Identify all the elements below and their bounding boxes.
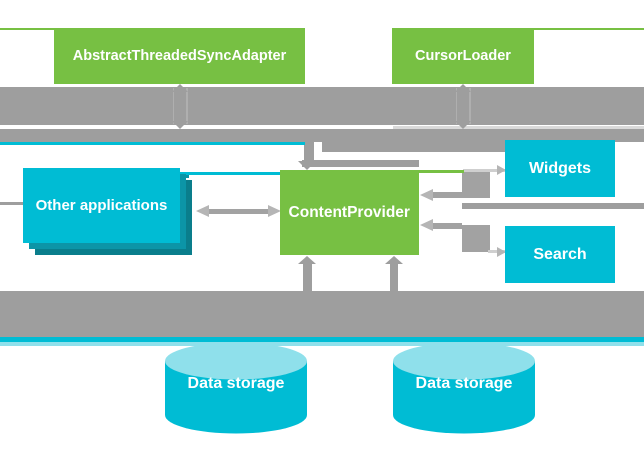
arrow-shaft-seam: [173, 88, 175, 124]
node-label: Search: [533, 245, 587, 263]
node-widgets: Widgets: [505, 140, 615, 197]
arrowhead-right-contentprovider-icon: [268, 204, 281, 217]
connector-elbow-widgets: [461, 171, 490, 194]
arrow-shaft-seam: [456, 88, 458, 124]
arrowhead-up-storage-right-icon: [384, 256, 403, 264]
cylinder-label: Data storage: [393, 371, 535, 397]
gray-stub-above-contentprovider: [302, 160, 419, 167]
green-accent-line-contentprovider: [418, 170, 464, 173]
node-label: Other applications: [35, 197, 168, 214]
gray-stub-left-edge: [0, 201, 23, 206]
arrowhead-right-widgets-icon: [497, 165, 506, 175]
node-abstract-threaded-sync-adapter: AbstractThreadedSyncAdapter: [54, 28, 305, 84]
arrowhead-down-contentprovider-icon: [298, 160, 316, 170]
arrow-shaft-search-to-contentprovider: [431, 222, 462, 229]
arrowhead-up-syncadapter-icon: [172, 84, 188, 92]
data-storage-cylinder-left: [165, 342, 307, 433]
node-other-applications: Other applications: [23, 168, 180, 243]
node-label: Widgets: [528, 159, 592, 177]
node-cursor-loader: CursorLoader: [392, 28, 534, 84]
band-seam-light: [393, 125, 644, 129]
cyan-stripe-lower: [180, 172, 280, 176]
arrowhead-left-contentprovider-icon: [419, 188, 433, 201]
arrow-shaft-seam: [469, 88, 471, 124]
data-storage-cylinder-right: [393, 342, 535, 433]
arrowhead-left-contentprovider-icon: [419, 219, 433, 232]
arrow-shaft-seam: [186, 88, 188, 124]
arrowhead-down-left-icon: [172, 120, 188, 129]
arrowhead-up-storage-left-icon: [298, 256, 317, 264]
cyan-stripe-upper: [0, 141, 305, 145]
gray-band-extension: [322, 142, 505, 152]
node-content-provider: ContentProvider: [280, 170, 419, 255]
arrowhead-up-cursorloader-icon: [455, 84, 471, 92]
arrow-shaft-to-contentprovider: [303, 142, 314, 161]
gray-arrow-band-second: [0, 129, 644, 142]
node-label: Data storage: [415, 375, 513, 392]
gray-strip-right: [461, 202, 644, 209]
arrow-shaft-storage-right: [389, 263, 398, 293]
connector-line-search: [488, 250, 505, 254]
connector-elbow-search: [461, 225, 490, 252]
arrowhead-right-search-icon: [497, 246, 506, 257]
green-accent-line-left: [0, 28, 55, 31]
arrow-shaft-widgets-to-contentprovider: [431, 192, 490, 198]
light-cyan-stripe-storage: [0, 341, 644, 347]
node-label: CursorLoader: [415, 48, 511, 64]
node-label: AbstractThreadedSyncAdapter: [72, 48, 287, 64]
connector-line-widgets: [463, 168, 505, 172]
gray-arrow-band-top: [0, 87, 644, 125]
arrowhead-left-other-applications-icon: [196, 204, 209, 217]
green-accent-line-right: [534, 28, 644, 31]
cylinder-label: Data storage: [165, 371, 307, 397]
gray-arrow-band-bottom: [0, 291, 644, 337]
bidirectional-arrow-shaft: [203, 208, 273, 214]
node-label: ContentProvider: [288, 203, 410, 221]
node-label: Data storage: [187, 375, 285, 392]
arrow-shaft-storage-left: [303, 263, 312, 293]
cyan-stripe-storage: [0, 337, 644, 342]
node-search: Search: [505, 226, 615, 283]
arrowhead-down-right-icon: [455, 120, 471, 129]
